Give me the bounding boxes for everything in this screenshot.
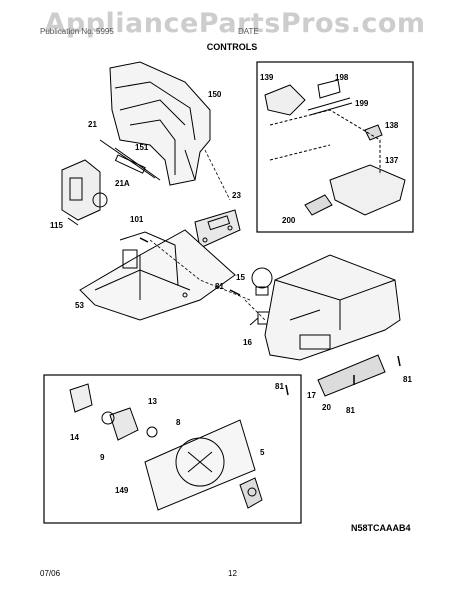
header-date-text: DATE: [238, 27, 259, 36]
screw-parts: [139, 237, 401, 396]
callout-labels: 150 21 151 139 198 199 138 137 200 21A 2…: [50, 73, 412, 495]
callout-53: 53: [75, 301, 84, 310]
inset-fan-parts: [69, 383, 263, 511]
control-board-part: [194, 209, 241, 249]
thermostat-control-part: [61, 159, 108, 226]
callout-17: 17: [307, 391, 316, 400]
callout-5: 5: [260, 448, 265, 457]
callout-199: 199: [355, 99, 369, 108]
diagram-code: N58TCAAAB4: [351, 523, 411, 533]
inset-box-fan: [43, 374, 302, 524]
callout-14: 14: [70, 433, 79, 442]
callout-81-d: 81: [403, 375, 412, 384]
callout-21: 21: [88, 120, 97, 129]
callout-198: 198: [335, 73, 349, 82]
control-housing-part: [79, 229, 236, 321]
footer-date: 07/06: [40, 569, 61, 578]
callout-13: 13: [148, 397, 157, 406]
footer-page-number: 12: [228, 569, 237, 578]
callout-81-b: 81: [275, 382, 284, 391]
air-duct-part: [109, 61, 211, 186]
callout-8: 8: [176, 418, 181, 427]
callout-139: 139: [260, 73, 274, 82]
callout-20: 20: [322, 403, 331, 412]
callout-16: 16: [243, 338, 252, 347]
callout-15: 15: [236, 273, 245, 282]
leader-lines: [149, 149, 266, 321]
callout-101: 101: [130, 215, 144, 224]
inset-dispenser-parts: [264, 79, 406, 216]
callout-150: 150: [208, 90, 222, 99]
callout-115: 115: [50, 221, 63, 230]
callout-9: 9: [100, 453, 105, 462]
callout-21a: 21A: [115, 179, 130, 188]
dispenser-pad-part: [317, 354, 386, 397]
callout-23: 23: [232, 191, 241, 200]
callout-149: 149: [115, 486, 129, 495]
callout-137: 137: [385, 156, 399, 165]
header-publication-text: Publication No. 5995: [40, 27, 114, 36]
sensor-rod-part: [99, 139, 161, 181]
callout-151: 151: [135, 143, 149, 152]
callout-200: 200: [282, 216, 296, 225]
watermark-logo: AppliancePartsPros.com: [44, 8, 426, 39]
light-bulb-part: [251, 267, 273, 296]
callout-138: 138: [385, 121, 399, 130]
callout-81-a: 81: [215, 282, 224, 291]
inset-box-dispenser: [256, 61, 414, 233]
callout-81-c: 81: [346, 406, 355, 415]
page-title: CONTROLS: [206, 42, 258, 52]
dispenser-housing-part: [264, 254, 401, 361]
